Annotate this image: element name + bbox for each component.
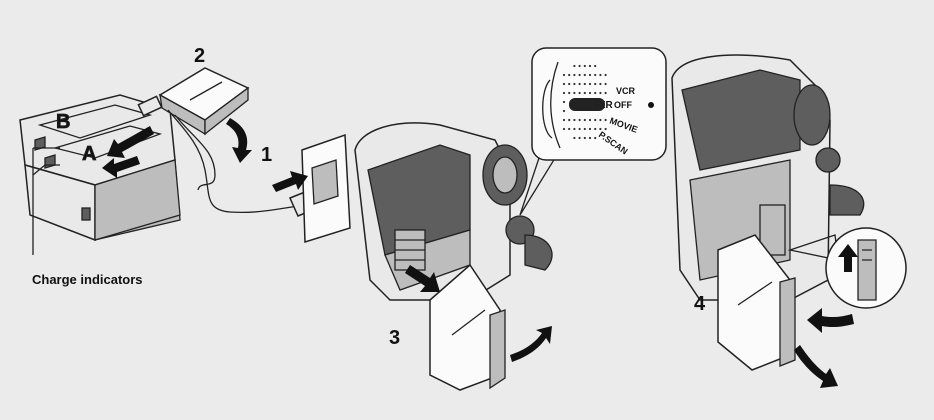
grille-dot xyxy=(568,127,571,131)
arrow-icon xyxy=(102,126,154,178)
grille-dot xyxy=(604,91,607,95)
dial-indicator-dot xyxy=(648,102,654,108)
arrow-icon xyxy=(405,265,552,362)
grille-dot xyxy=(573,118,576,122)
grille-dot xyxy=(573,91,576,95)
wall-outlet-icon xyxy=(301,133,351,244)
grille-dot xyxy=(594,73,597,77)
grille-dot xyxy=(588,118,592,122)
camcorder-icon xyxy=(671,54,865,301)
charger-icon xyxy=(19,94,181,242)
grille-dot xyxy=(583,127,586,131)
grille-dot xyxy=(594,64,597,68)
grille-dot xyxy=(568,118,571,122)
grille-dot xyxy=(588,82,592,86)
grille-dot xyxy=(588,127,592,131)
grille-dot xyxy=(562,73,566,77)
grille-dot xyxy=(578,118,581,122)
grille-dot xyxy=(573,82,576,86)
grille-dot xyxy=(583,64,586,68)
grille-dot xyxy=(578,127,581,131)
grille-dot xyxy=(599,82,602,86)
dial-vcr-label: VCR xyxy=(616,86,636,96)
grille-dot xyxy=(573,127,576,131)
battery-pack-icon xyxy=(717,234,796,371)
grille-dot xyxy=(594,136,597,140)
charge-indicator-leader xyxy=(32,147,60,255)
grille-dot xyxy=(588,64,592,68)
grille-dot xyxy=(594,91,597,95)
dial-dots xyxy=(562,64,607,140)
grille-dot xyxy=(594,118,597,122)
grille-dot xyxy=(583,91,586,95)
camcorder-icon xyxy=(354,122,553,301)
grille-dot xyxy=(568,82,571,86)
grille-dot xyxy=(578,136,581,140)
grille-dot xyxy=(573,73,576,77)
grille-dot xyxy=(599,73,602,77)
grille-dot xyxy=(568,73,571,77)
grille-dot xyxy=(604,82,607,86)
step-4-label: 4 xyxy=(694,293,706,315)
dial-power-badge xyxy=(569,98,605,111)
charge-indicators-label: Charge indicators xyxy=(32,272,143,287)
grille-dot xyxy=(562,91,566,95)
grille-dot xyxy=(599,127,602,131)
grille-dot xyxy=(583,82,586,86)
grille-dot xyxy=(604,73,607,77)
grille-dot xyxy=(583,73,586,77)
arrow-icon xyxy=(272,171,308,192)
step-2-label: 2 xyxy=(194,45,205,67)
battery-pack-icon xyxy=(429,263,506,391)
grille-dot xyxy=(578,82,581,86)
grille-dot xyxy=(583,136,586,140)
arrow-icon xyxy=(794,308,854,388)
grille-dot xyxy=(562,118,566,122)
battery-pack-icon xyxy=(158,67,250,136)
grille-dot xyxy=(599,91,602,95)
grille-dot xyxy=(588,136,592,140)
grille-dot xyxy=(588,73,592,77)
grille-dot xyxy=(578,64,581,68)
grille-dot xyxy=(604,118,607,122)
slot-b-label: B xyxy=(56,111,70,133)
arrow-icon xyxy=(838,244,858,272)
grille-dot xyxy=(568,91,571,95)
step-1-label: 1 xyxy=(261,144,272,166)
grille-dot xyxy=(578,73,581,77)
slot-a-label: A xyxy=(82,143,96,165)
grille-dot xyxy=(594,127,597,131)
dial-off-label: OFF xyxy=(614,100,632,110)
grille-dot xyxy=(599,118,602,122)
grille-dot xyxy=(583,118,586,122)
grille-dot xyxy=(562,109,566,113)
grille-dot xyxy=(604,127,607,131)
grille-dot xyxy=(573,136,576,140)
step-3-label: 3 xyxy=(389,327,400,349)
grille-dot xyxy=(562,100,566,104)
grille-dot xyxy=(594,82,597,86)
grille-dot xyxy=(562,127,566,131)
grille-dot xyxy=(578,91,581,95)
grille-dot xyxy=(562,82,566,86)
grille-dot xyxy=(588,91,592,95)
arrow-icon xyxy=(226,118,252,163)
grille-dot xyxy=(573,64,576,68)
